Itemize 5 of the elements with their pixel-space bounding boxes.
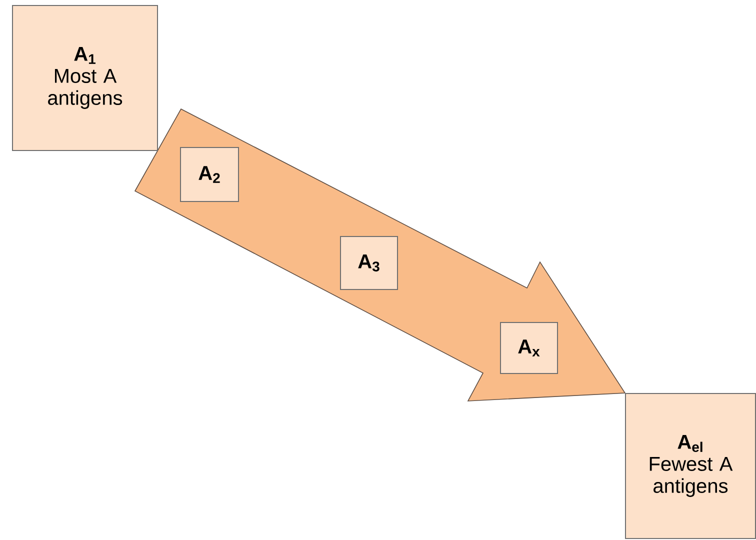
label-box: A$_{el}$ Fewest A antigens [625, 393, 756, 539]
tag-box: A$_{2}$ [180, 147, 239, 202]
tag-box: A$_{3}$ [340, 236, 398, 290]
label-box: A$_{1}$ Most A antigens [12, 5, 158, 151]
tag-box: A$_{x}$ [500, 322, 558, 374]
